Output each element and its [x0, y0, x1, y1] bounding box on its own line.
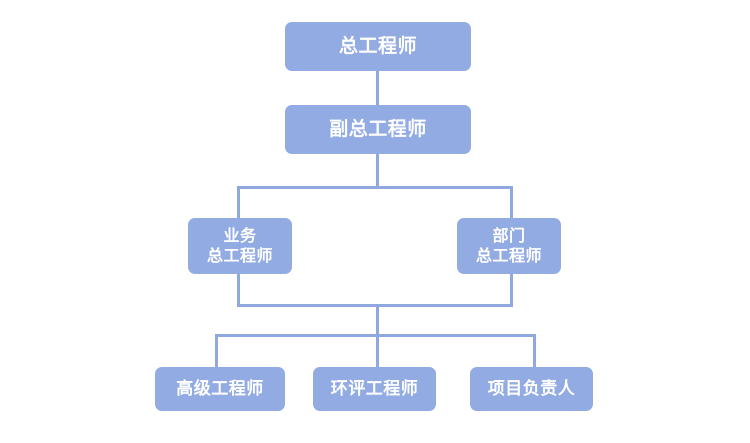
- connector-chief-to-deputy: [376, 70, 379, 106]
- node-environmental-assessment-engineer-label: 环评工程师: [330, 378, 419, 399]
- connector-deputy-trunk: [376, 153, 379, 189]
- node-environmental-assessment-engineer[interactable]: 环评工程师: [313, 367, 436, 411]
- node-chief-engineer-label: 总工程师: [338, 34, 417, 57]
- connector-bus-level3: [237, 186, 513, 189]
- node-project-leader[interactable]: 项目负责人: [470, 367, 593, 411]
- node-business-chief-engineer-label-line1: 业务: [223, 226, 257, 246]
- connector-bus-level4-to-ea: [376, 334, 379, 368]
- node-department-chief-engineer-label-line2: 总工程师: [475, 246, 542, 265]
- connector-department-downlink: [510, 272, 513, 307]
- node-deputy-chief-engineer-label: 副总工程师: [329, 117, 427, 140]
- node-project-leader-label: 项目负责人: [487, 378, 576, 399]
- connector-bus-level3-to-business: [237, 186, 240, 220]
- connector-bus-merge-level3: [237, 304, 513, 307]
- node-deputy-chief-engineer[interactable]: 副总工程师: [285, 105, 471, 154]
- connector-bus-level3-to-department: [510, 186, 513, 220]
- node-department-chief-engineer-label-line1: 部门: [492, 226, 526, 246]
- node-chief-engineer[interactable]: 总工程师: [285, 22, 471, 71]
- node-business-chief-engineer-label-line2: 总工程师: [206, 246, 273, 265]
- node-senior-engineer-label: 高级工程师: [176, 378, 264, 399]
- node-business-chief-engineer[interactable]: 业务 总工程师: [188, 218, 292, 274]
- node-senior-engineer[interactable]: 高级工程师: [155, 367, 285, 411]
- connector-bus-level4-to-leader: [533, 334, 536, 368]
- connector-business-downlink: [237, 272, 240, 307]
- connector-merge-trunk: [376, 304, 379, 337]
- connector-bus-level4: [215, 334, 536, 337]
- node-department-chief-engineer[interactable]: 部门 总工程师: [457, 218, 561, 274]
- connector-bus-level4-to-senior: [215, 334, 218, 368]
